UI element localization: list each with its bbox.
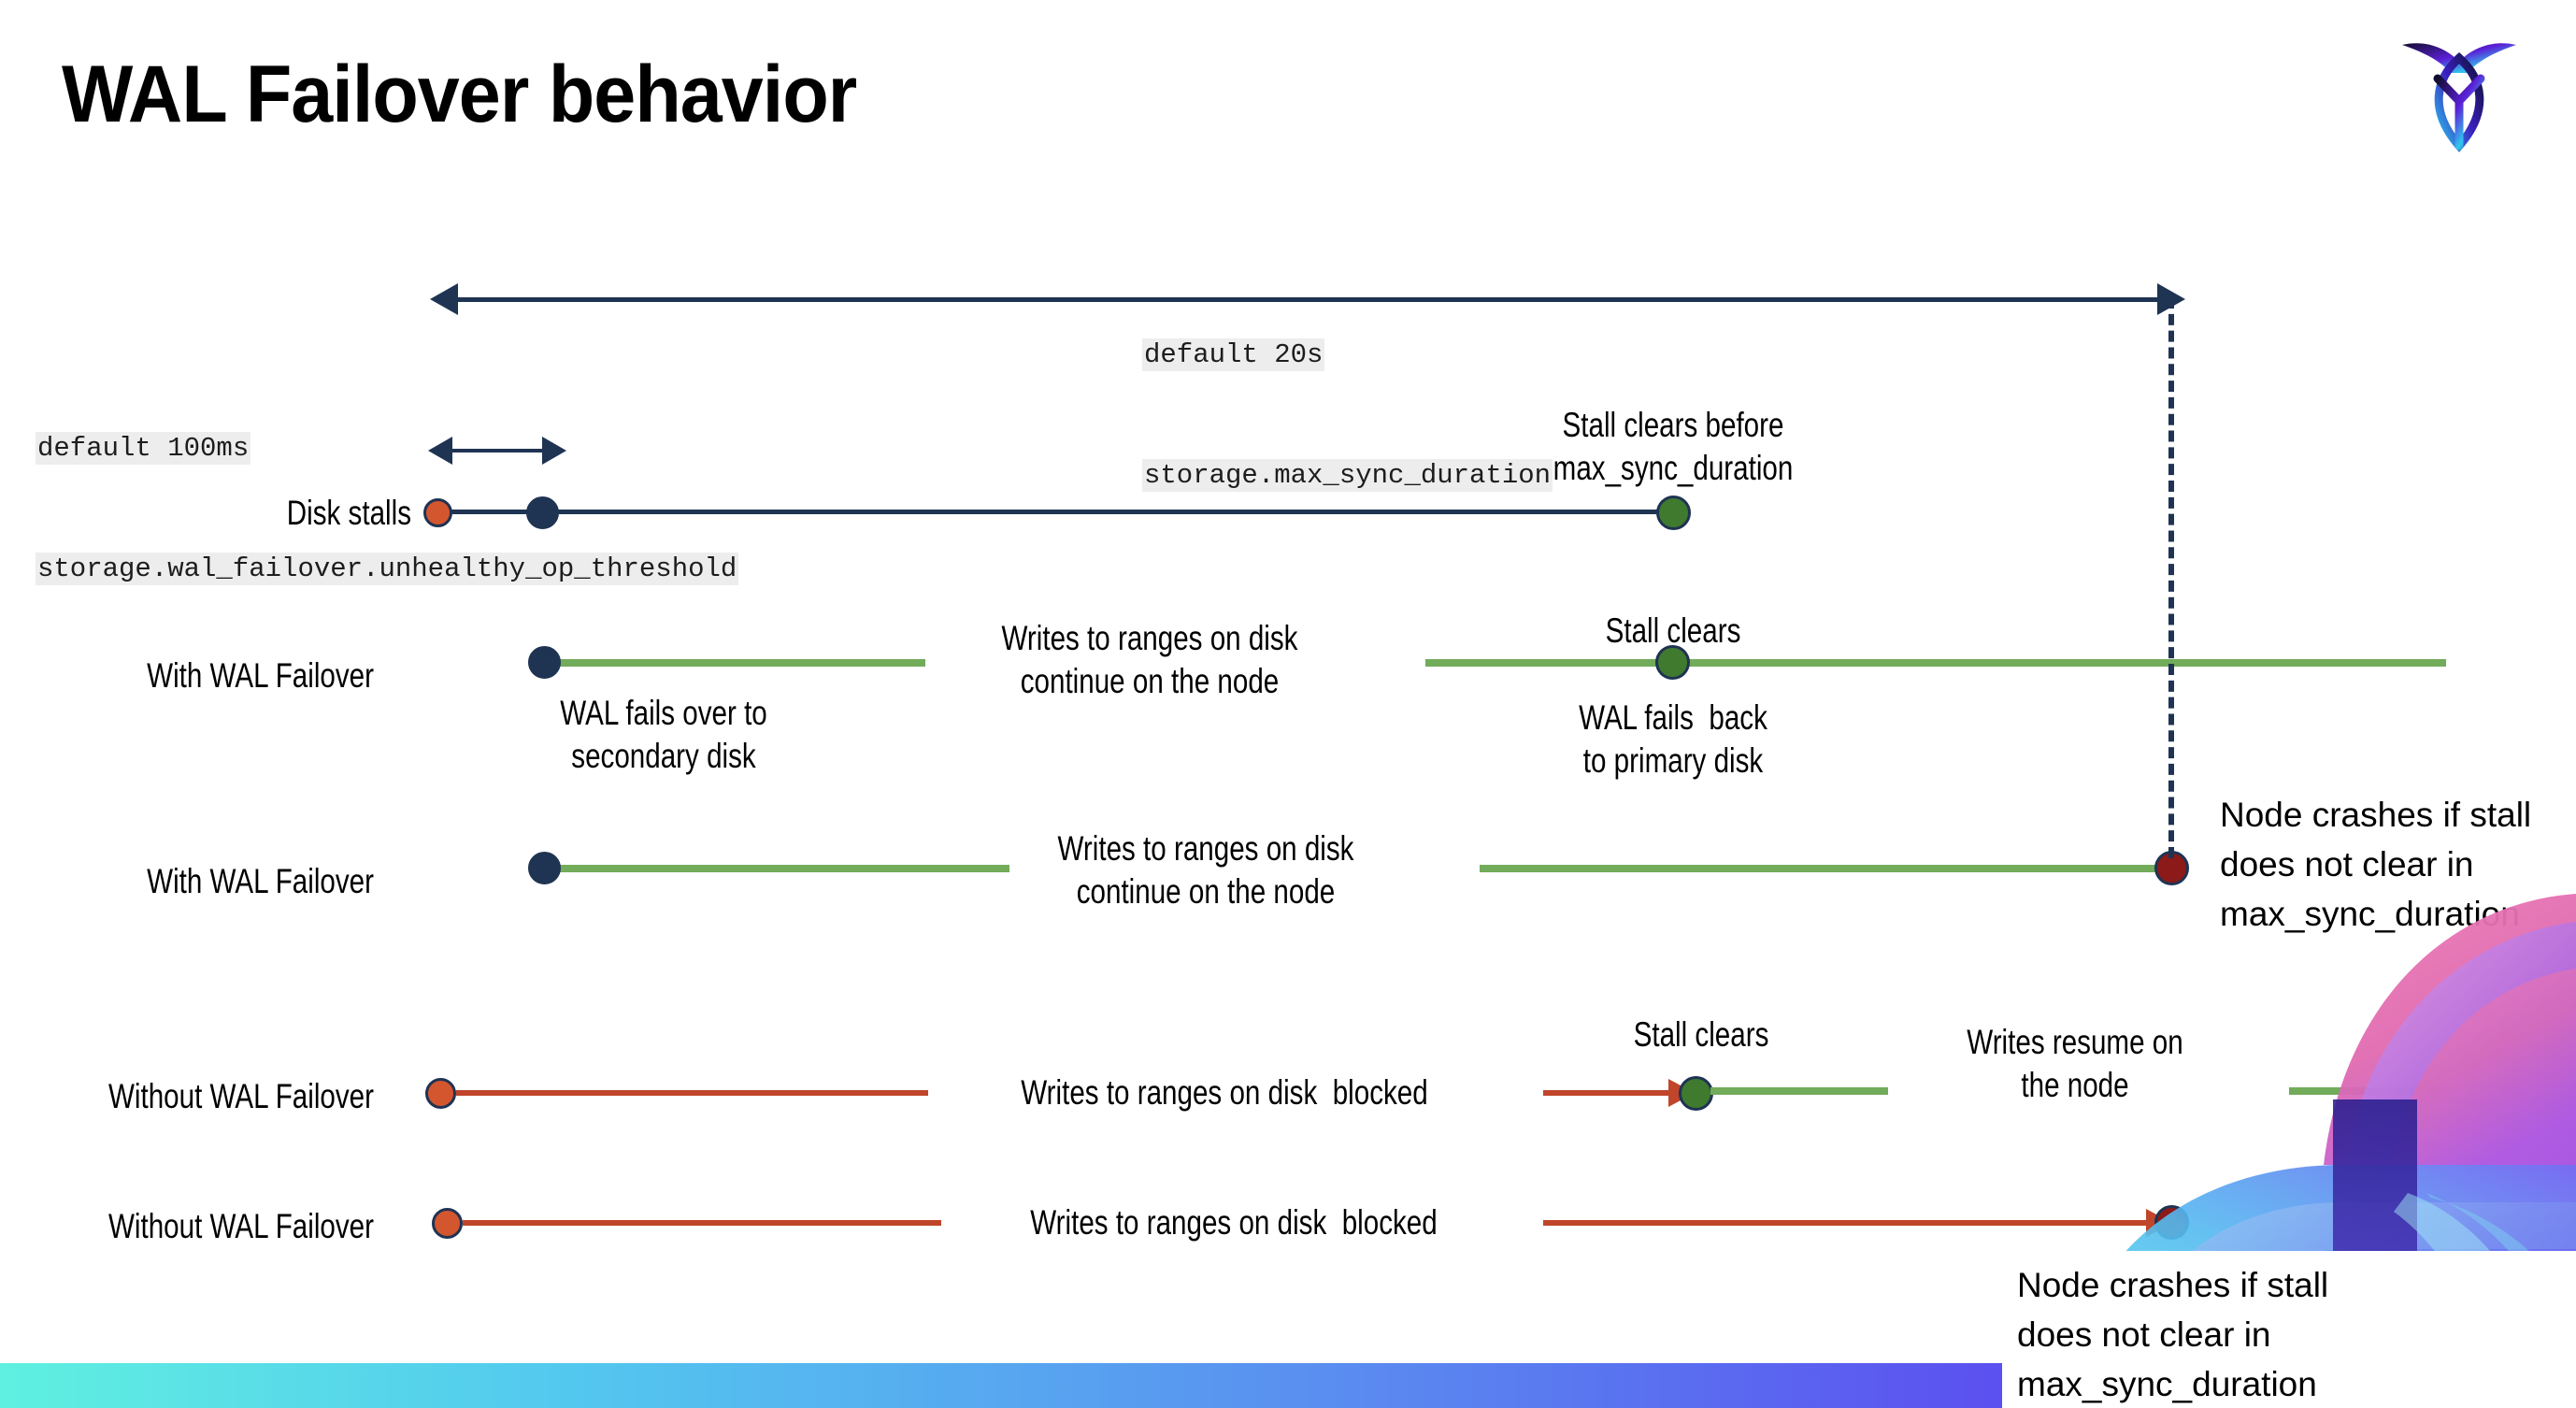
wal-failover-line-a (542, 659, 925, 667)
without-wal-line-b (1543, 1090, 1674, 1096)
node-crashes-note-1: Node crashes if stall does not clear in … (2220, 796, 2532, 933)
wal-failover-line-c (542, 865, 1009, 872)
unhealthy-op-setting-name: storage.wal_failover.unhealthy_op_thresh… (36, 553, 739, 585)
disk-stall-line (437, 510, 1671, 514)
wal-fails-over-note: WAL fails over to secondary disk (560, 694, 767, 775)
max-sync-default-value: default 20s (1142, 338, 1325, 371)
wal-failover-clear-dot-1 (1655, 645, 1690, 680)
unhealthy-op-default-value: default 100ms (36, 432, 251, 465)
max-sync-setting-name: storage.max_sync_duration (1142, 459, 1553, 492)
unhealthy-arrow-left-head (428, 437, 452, 465)
cockroachdb-logo (2389, 24, 2529, 155)
unhealthy-op-annotation: default 100ms storage.wal_failover.unhea… (36, 348, 739, 669)
row-label-without-wal-failover-2: Without WAL Failover (107, 1207, 374, 1245)
wal-failover-start-dot-2 (528, 852, 561, 884)
without-wal-line-d (1543, 1220, 2153, 1226)
writes-continue-note-1: Writes to ranges on disk continue on the… (1001, 619, 1298, 700)
without-wal-start-dot-2 (432, 1208, 463, 1239)
max-sync-annotation: default 20s storage.max_sync_duration (1142, 254, 1553, 576)
without-wal-crash-dot (2154, 1205, 2189, 1240)
without-wal-line-c (463, 1220, 941, 1226)
row-label-without-wal-failover-1: Without WAL Failover (107, 1077, 374, 1115)
stall-clears-note-2: Stall clears (1633, 1015, 1769, 1054)
wal-failover-crash-dot (2154, 851, 2189, 885)
row-label-with-wal-failover-2: With WAL Failover (147, 862, 374, 900)
stall-clears-note-1: Stall clears (1605, 611, 1741, 650)
unhealthy-arrow-line (451, 449, 544, 453)
wal-failover-line-b (1425, 659, 2446, 667)
without-wal-resume-line-a (1710, 1087, 1888, 1095)
max-sync-boundary-dashed-line (2168, 297, 2174, 858)
disk-stall-start-dot (423, 498, 452, 527)
node-crashes-callout-box: Node crashes if stall does not clear in … (2002, 1251, 2576, 1408)
row-label-disk-stalls: Disk stalls (286, 494, 411, 532)
without-wal-line-a (456, 1090, 928, 1096)
row-label-with-wal-failover-1: With WAL Failover (147, 656, 374, 695)
max-sync-arrow-line (457, 297, 2157, 302)
disk-stall-clears-callout: Stall clears before max_sync_duration (1553, 406, 1794, 487)
wal-fails-back-note: WAL fails back to primary disk (1579, 698, 1767, 780)
disk-stall-clear-dot (1656, 496, 1691, 530)
wal-failover-line-d (1480, 865, 2178, 872)
writes-continue-note-2: Writes to ranges on disk continue on the… (1057, 829, 1354, 911)
max-sync-arrow-left-head (430, 283, 458, 315)
without-wal-resume-line-b (2289, 1087, 2455, 1095)
writes-resume-note: Writes resume on the node (1967, 1023, 2183, 1104)
disk-stall-failover-dot (526, 496, 559, 529)
unhealthy-arrow-right-head (542, 437, 566, 465)
without-wal-start-dot-1 (425, 1078, 456, 1109)
writes-blocked-note-2: Writes to ranges on disk blocked (1030, 1203, 1438, 1242)
page-title: WAL Failover behavior (62, 50, 857, 139)
without-wal-clear-dot-1 (1679, 1076, 1713, 1111)
node-crashes-note-2: Node crashes if stall does not clear in … (2017, 1266, 2329, 1403)
writes-blocked-note-1: Writes to ranges on disk blocked (1021, 1073, 1428, 1112)
wal-failover-start-dot-1 (528, 646, 561, 679)
